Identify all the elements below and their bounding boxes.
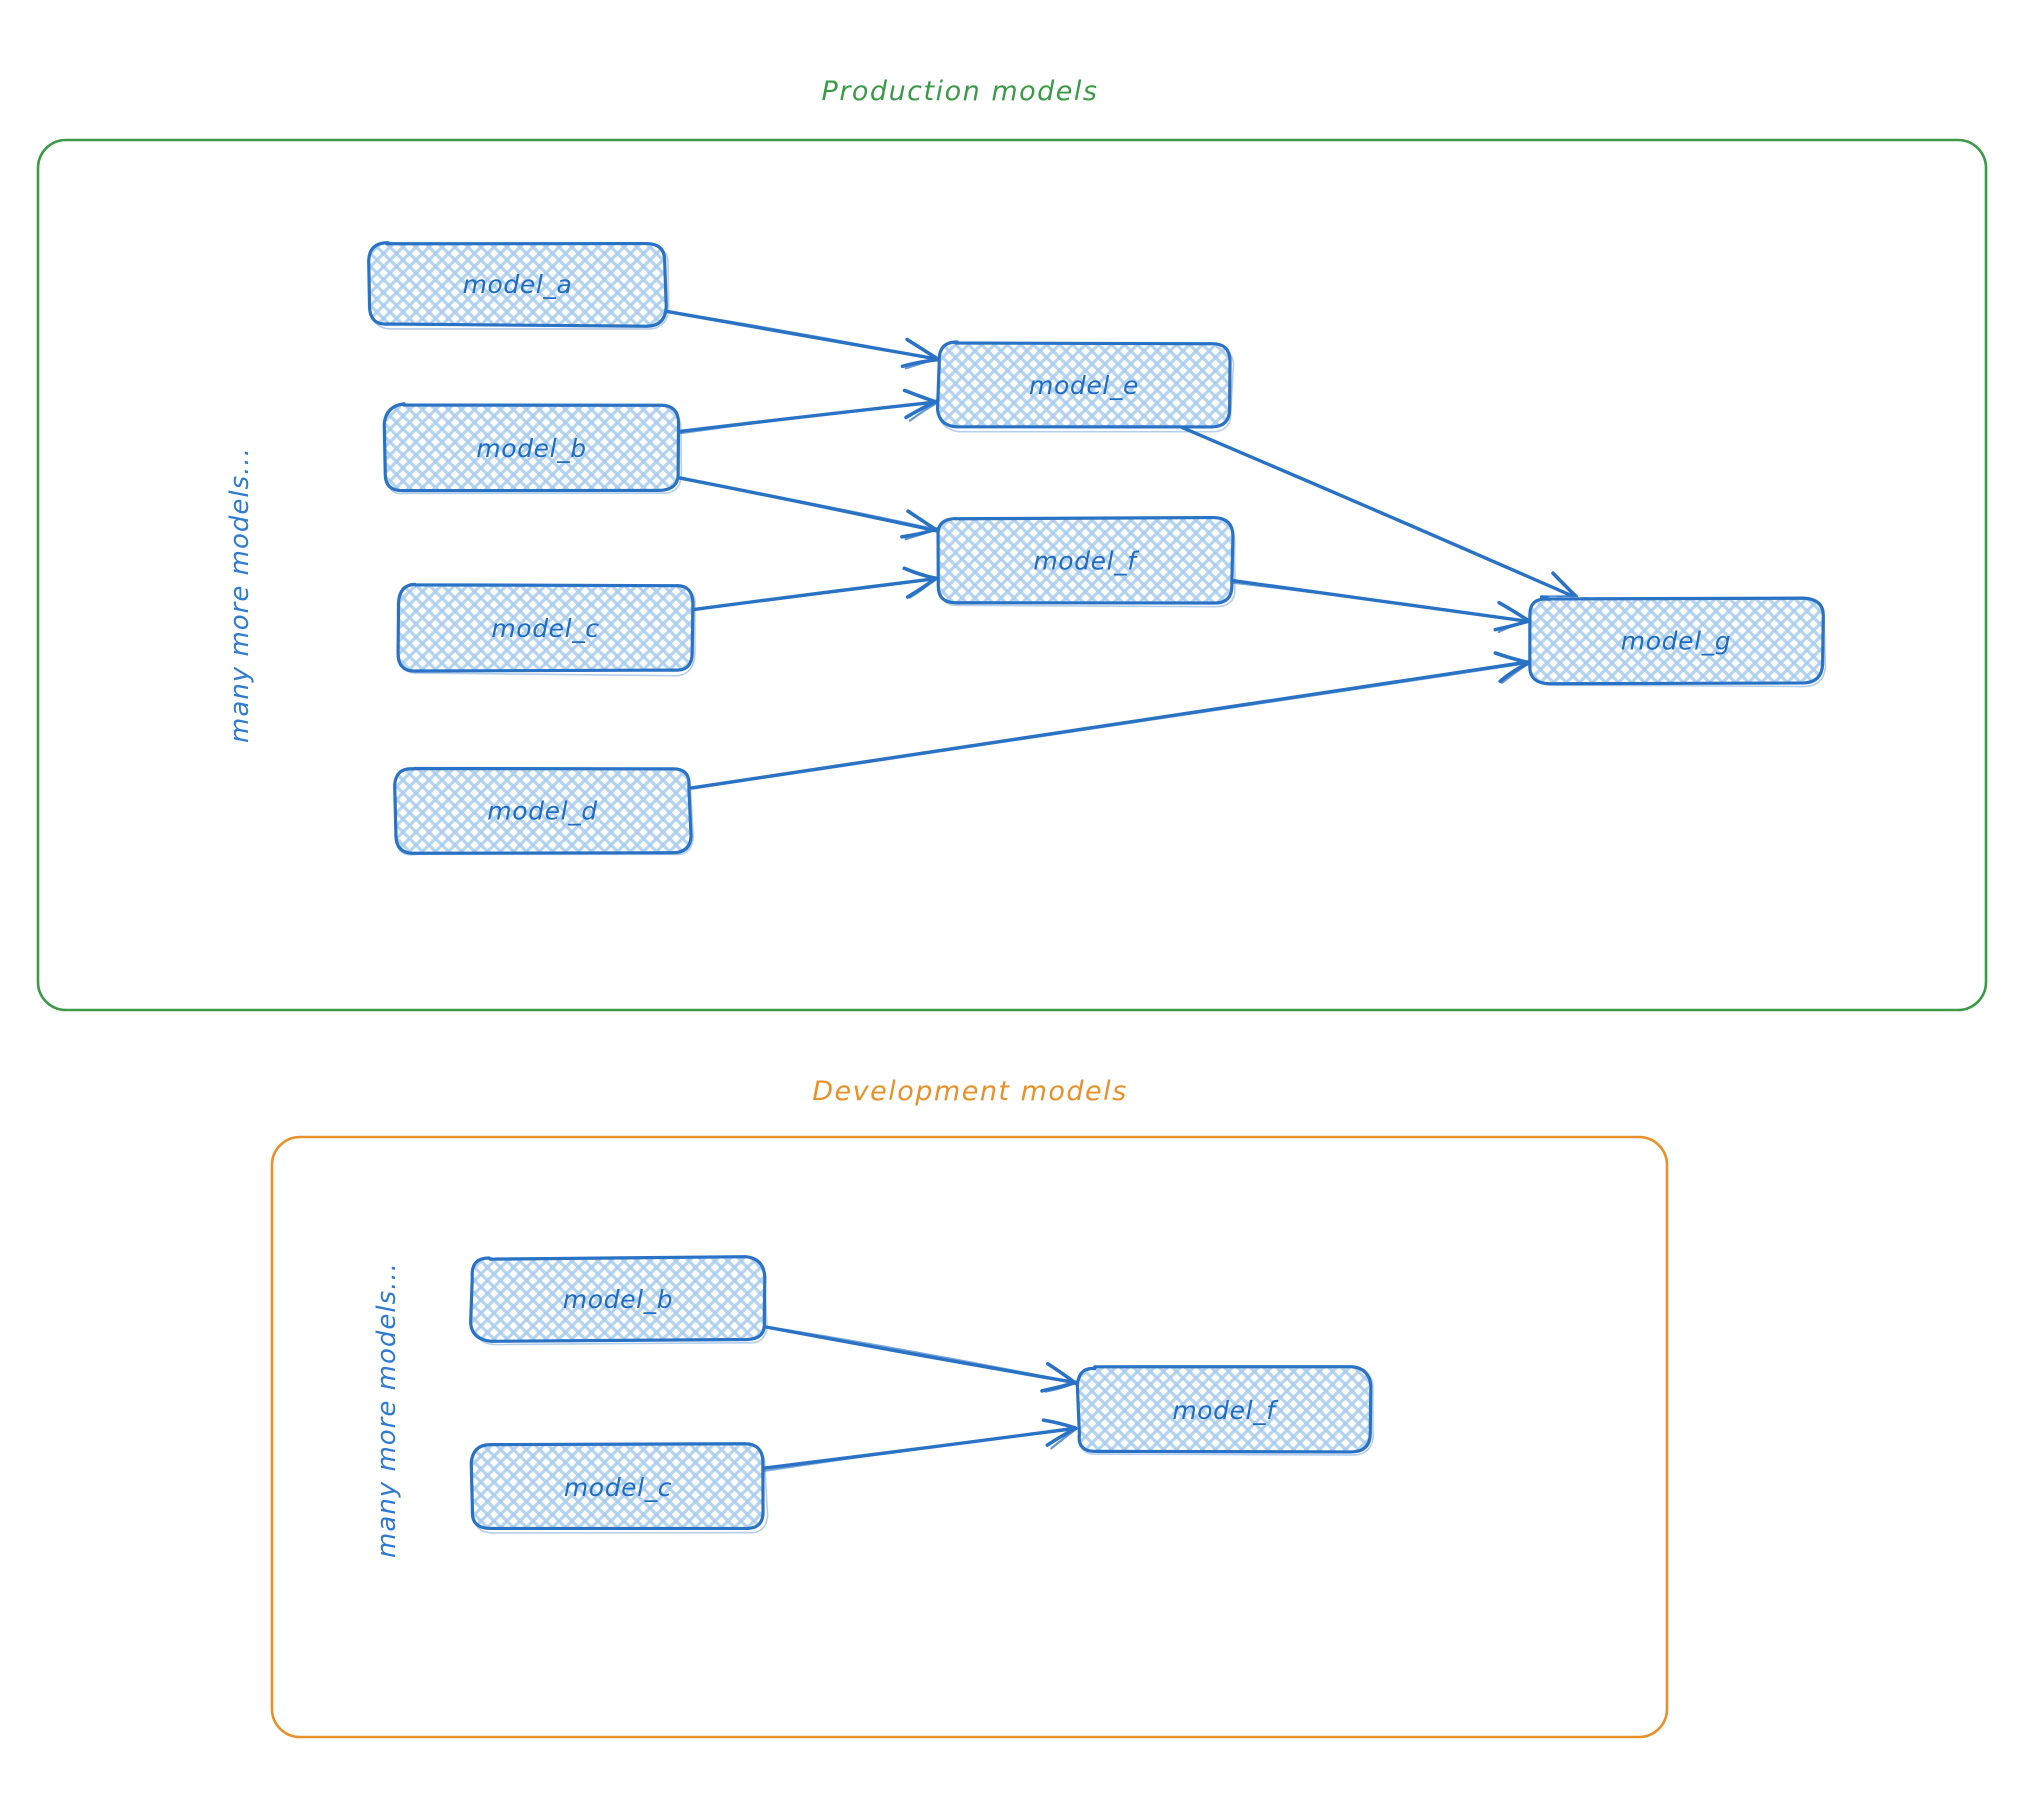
side-label-many-more-models: many more models... (225, 447, 255, 743)
node-model_a[interactable]: model_a (367, 241, 670, 330)
edge-model_b-to-model_f (677, 476, 939, 541)
edge-model_a-to-model_e (663, 309, 939, 370)
panel-title-development: Development models (812, 1076, 1127, 1107)
edges-production (663, 309, 1579, 790)
edge-model_b-to-model_e (677, 388, 939, 435)
panel-development: Development models many more models... mod… (270, 1076, 1669, 1739)
edges-development (761, 1324, 1079, 1472)
edge-model_e-to-model_g (1180, 425, 1579, 600)
node-model_f[interactable]: model_f (936, 515, 1236, 608)
node-model_e[interactable]: model_e (935, 340, 1235, 433)
panel-frame-production (36, 138, 1988, 1012)
node-dev_model_c[interactable]: model_c (469, 1442, 769, 1534)
edge-dev_model_b-to-dev_model_f (762, 1324, 1079, 1393)
node-dev_model_f[interactable]: model_f (1075, 1365, 1374, 1456)
node-label-model_b: model_b (476, 434, 586, 463)
node-model_g[interactable]: model_g (1528, 596, 1827, 688)
node-dev_model_b[interactable]: model_b (469, 1255, 768, 1346)
node-model_d[interactable]: model_d (393, 766, 695, 856)
node-model_c[interactable]: model_c (396, 582, 696, 677)
edge-model_d-to-model_g (689, 651, 1531, 790)
node-label-model_a: model_a (463, 270, 573, 299)
node-label-model_c: model_c (491, 614, 599, 643)
edge-model_c-to-model_f (691, 566, 939, 612)
panel-title-production: Production models (822, 76, 1099, 107)
panel-production: Production models many more models... mode… (36, 76, 1988, 1012)
node-label-dev_model_f: model_f (1172, 1396, 1278, 1425)
edge-dev_model_c-to-dev_model_f (761, 1418, 1078, 1472)
side-label-many-more-models: many more models... (372, 1262, 402, 1558)
node-label-model_g: model_g (1621, 627, 1731, 656)
node-label-dev_model_c: model_c (564, 1473, 672, 1502)
node-label-dev_model_b: model_b (563, 1285, 673, 1314)
node-label-model_f: model_f (1033, 547, 1139, 576)
node-label-model_e: model_e (1029, 371, 1139, 400)
node-model_b[interactable]: model_b (382, 402, 683, 495)
node-label-model_d: model_d (487, 797, 597, 826)
panel-frame-development (270, 1135, 1669, 1739)
edge-model_f-to-model_g (1229, 578, 1531, 634)
